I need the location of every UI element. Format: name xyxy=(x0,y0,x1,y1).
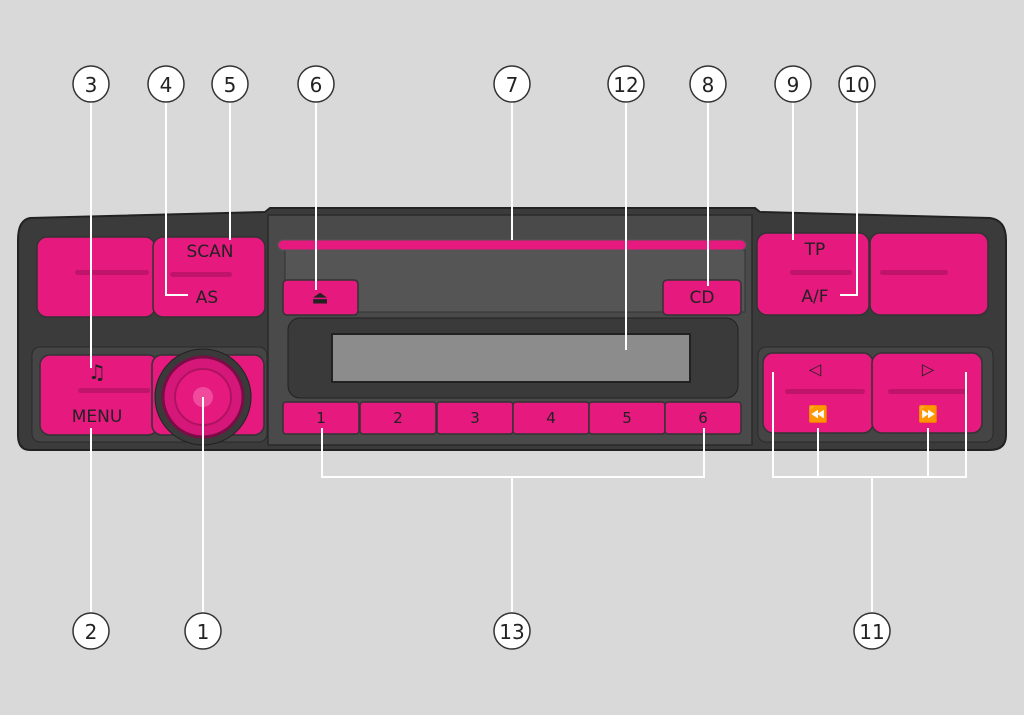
cd-button[interactable] xyxy=(662,279,742,316)
left-button-cluster: SCAN AS ♫ MENU xyxy=(36,236,266,446)
callout-8: 8 xyxy=(689,65,727,103)
af-label: A/F xyxy=(801,287,828,307)
callout-2: 2 xyxy=(72,612,110,650)
callout-10: 10 xyxy=(838,65,876,103)
leader-line-11 xyxy=(772,372,967,612)
button-groove xyxy=(78,388,150,393)
svg-text:9: 9 xyxy=(787,73,800,97)
preset-label-6: 6 xyxy=(698,409,708,427)
svg-text:8: 8 xyxy=(702,73,715,97)
button-groove xyxy=(790,270,852,275)
cd-slot xyxy=(277,239,747,251)
eject-icon: ⏏ xyxy=(311,288,328,309)
callout-12: 12 xyxy=(607,65,645,103)
svg-text:3: 3 xyxy=(85,73,98,97)
svg-text:6: 6 xyxy=(310,73,323,97)
seek-right-icon: ▷ xyxy=(922,360,935,379)
callout-3: 3 xyxy=(72,65,110,103)
cd-label: CD xyxy=(690,288,715,308)
fast-forward-icon: ⏩ xyxy=(918,405,938,424)
center-button-cluster: ⏏ CD 1 2 3 4 5 6 xyxy=(282,279,742,435)
preset-button-2[interactable] xyxy=(359,401,437,435)
callout-11: 11 xyxy=(853,612,891,650)
leader-lines xyxy=(90,102,967,612)
svg-text:13: 13 xyxy=(499,620,524,644)
leader-line-4 xyxy=(165,102,188,296)
callout-1: 1 xyxy=(184,612,222,650)
tp-label: TP xyxy=(804,240,826,260)
music-note-icon: ♫ xyxy=(88,360,106,384)
svg-text:10: 10 xyxy=(844,73,869,97)
right-button-cluster: TP A/F ◁ ⏪ ▷ ⏩ xyxy=(756,232,989,434)
as-label: AS xyxy=(196,288,218,308)
preset-label-3: 3 xyxy=(470,409,480,427)
preset-label-4: 4 xyxy=(546,409,556,427)
leader-line-10 xyxy=(840,102,858,296)
button-groove xyxy=(170,272,232,277)
callout-13: 13 xyxy=(493,612,531,650)
preset-buttons: 1 2 3 4 5 6 xyxy=(282,401,742,435)
leader-line-13 xyxy=(321,428,705,612)
preset-label-5: 5 xyxy=(622,409,632,427)
svg-text:5: 5 xyxy=(224,73,237,97)
callout-4: 4 xyxy=(147,65,185,103)
svg-text:11: 11 xyxy=(859,620,884,644)
svg-text:7: 7 xyxy=(506,73,519,97)
callout-9: 9 xyxy=(774,65,812,103)
button-groove xyxy=(888,389,968,394)
display-unit xyxy=(287,317,739,399)
callout-5: 5 xyxy=(211,65,249,103)
svg-text:1: 1 xyxy=(197,620,210,644)
unlabeled-top-left-button[interactable] xyxy=(36,236,156,318)
callout-7: 7 xyxy=(493,65,531,103)
display-screen xyxy=(331,333,691,383)
menu-label: MENU xyxy=(72,407,123,427)
callout-6: 6 xyxy=(297,65,335,103)
scan-label: SCAN xyxy=(186,242,233,262)
rewind-icon: ⏪ xyxy=(808,405,828,424)
preset-label-1: 1 xyxy=(316,409,326,427)
svg-text:2: 2 xyxy=(85,620,98,644)
eject-button[interactable] xyxy=(282,279,359,316)
button-groove xyxy=(75,270,149,275)
seek-left-icon: ◁ xyxy=(808,360,822,379)
button-groove xyxy=(785,389,865,394)
button-groove xyxy=(880,270,948,275)
preset-label-2: 2 xyxy=(393,409,403,427)
svg-text:4: 4 xyxy=(160,73,173,97)
svg-text:12: 12 xyxy=(613,73,638,97)
callouts: 3 4 5 6 7 12 8 9 xyxy=(72,65,891,650)
